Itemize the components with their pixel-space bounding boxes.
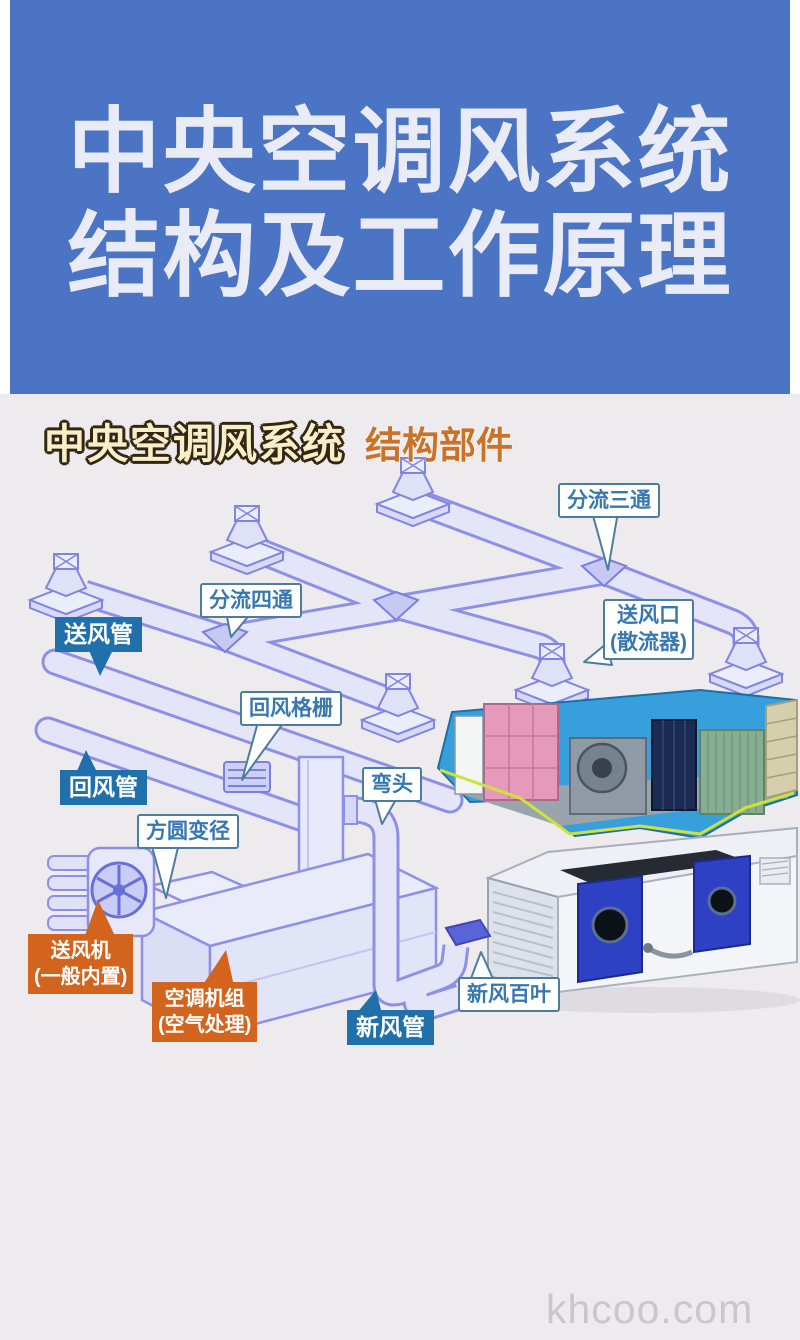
label-flow-cross-4way: 分流四通 xyxy=(200,583,302,619)
packaged-ahu-render xyxy=(484,826,800,1013)
diffuser xyxy=(210,505,284,575)
header-blue-panel: 中央空调风系统 结构及工作原理 xyxy=(10,0,790,394)
label-elbow: 弯头 xyxy=(362,767,422,803)
label-fresh-air-louver: 新风百叶 xyxy=(458,977,560,1013)
section-title: 中央空调风系统结构部件 xyxy=(44,410,513,470)
label-fresh-air-duct: 新风管 xyxy=(347,1010,434,1045)
elbow-flange xyxy=(343,795,358,825)
label-supply-duct: 送风管 xyxy=(55,617,142,652)
label-return-grille: 回风格栅 xyxy=(240,691,342,727)
label-supply-fan-line1: 送风机 xyxy=(50,940,111,962)
diffuser xyxy=(709,627,783,697)
header-banner: 中央空调风系统 结构及工作原理 xyxy=(0,0,800,394)
page-title-line1: 中央空调风系统 xyxy=(67,99,733,204)
label-supply-fan: 送风机 (一般内置) xyxy=(28,934,134,994)
fresh-air-louver-cap xyxy=(444,918,492,947)
page-title-line2: 结构及工作原理 xyxy=(67,204,733,308)
duct-junctions xyxy=(201,556,628,654)
label-ahu: 空调机组 (空气处理) xyxy=(152,982,258,1042)
label-flow-tee: 分流三通 xyxy=(558,483,660,519)
ahu-cutaway-render xyxy=(436,688,799,840)
label-supply-outlet: 送风口 (散流器) xyxy=(603,599,694,660)
section-title-accent: 结构部件 xyxy=(365,425,513,466)
label-return-duct: 回风管 xyxy=(60,770,147,805)
label-ahu-line2: (空气处理) xyxy=(158,1014,252,1036)
label-supply-outlet-line1: 送风口 xyxy=(617,604,680,627)
label-ahu-line1: 空调机组 xyxy=(164,988,245,1010)
label-square-to-round: 方圆变径 xyxy=(137,814,239,850)
section-title-main: 中央空调风系统 xyxy=(44,421,345,467)
watermark: khcoo.com xyxy=(546,1286,754,1332)
label-supply-fan-line2: (一般内置) xyxy=(34,966,128,988)
label-supply-outlet-line2: (散流器) xyxy=(610,631,687,655)
